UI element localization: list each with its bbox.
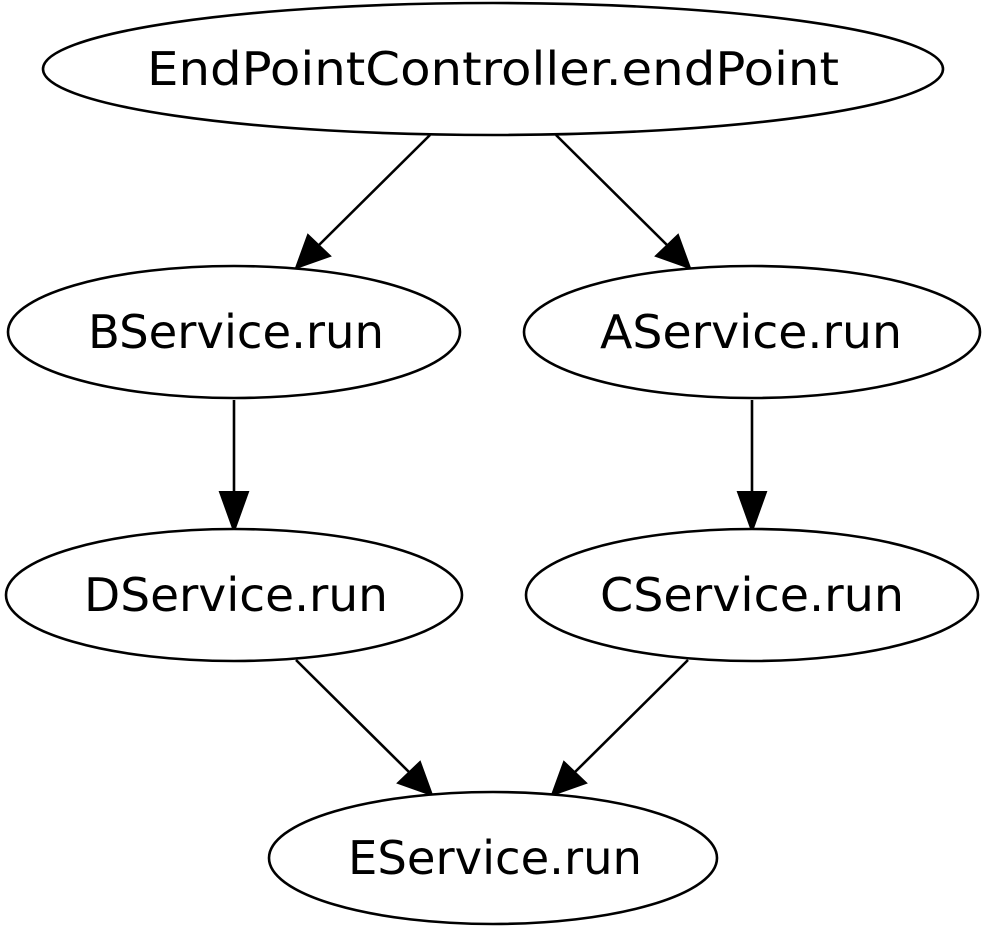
edge-cservice-to-eservice <box>550 659 689 797</box>
node-label: AService.run <box>600 305 902 359</box>
node-eservice: EService.run <box>267 790 719 926</box>
edge-dservice-to-eservice <box>295 659 434 797</box>
node-bservice: BService.run <box>6 264 462 400</box>
edge-endpoint-to-bservice <box>294 134 431 270</box>
edges <box>218 134 768 797</box>
node-label: DService.run <box>84 568 388 622</box>
node-label: EService.run <box>348 831 642 885</box>
node-endpoint: EndPointController.endPoint <box>41 1 945 137</box>
node-label: EndPointController.endPoint <box>147 42 839 96</box>
edge-bservice-to-dservice <box>218 400 250 534</box>
node-cservice: CService.run <box>524 527 980 663</box>
node-label: CService.run <box>600 568 904 622</box>
node-dservice: DService.run <box>4 527 464 663</box>
node-aservice: AService.run <box>522 264 982 400</box>
edge-endpoint-to-aservice <box>555 134 692 270</box>
edge-aservice-to-cservice <box>736 400 768 534</box>
nodes: EndPointController.endPoint BService.run… <box>4 1 982 926</box>
node-label: BService.run <box>88 305 384 359</box>
